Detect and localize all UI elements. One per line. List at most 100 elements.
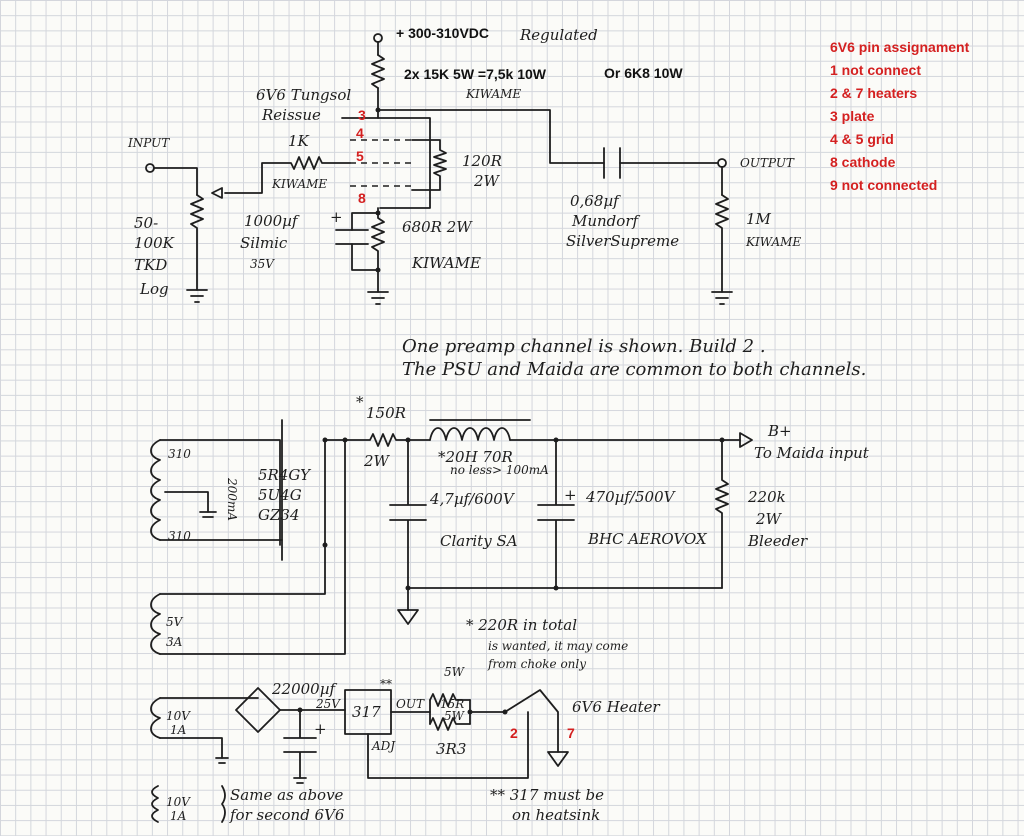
supply-terminal <box>373 33 383 43</box>
heater-pin-7: 7 <box>567 725 575 741</box>
pin-3-label: 3 <box>358 107 366 123</box>
tube-name-reissue: Reissue <box>261 106 321 124</box>
pot-label: 100K <box>134 234 175 252</box>
heatsink-note: on heatsink <box>512 806 600 824</box>
r15-watt: 5W <box>444 665 466 679</box>
input-label: INPUT <box>127 136 170 150</box>
volume-pot <box>190 194 204 291</box>
cathode-resistor-brand: KIWAME <box>411 254 481 272</box>
cathode-cap-value: 1000µf <box>244 212 300 230</box>
r150-label: 150R <box>366 404 406 422</box>
heater-load-label: 6V6 Heater <box>572 698 660 716</box>
choke-current: no less> 100mA <box>450 463 549 477</box>
r3r3-label: 3R3 <box>436 740 466 758</box>
pin-item: 9 not connected <box>830 177 937 193</box>
tube-name: 6V6 Tungsol <box>256 86 351 104</box>
grid-resistor-label: 1K <box>288 132 310 150</box>
output-label: OUTPUT <box>740 156 795 170</box>
bleeder-watt: 2W <box>755 510 783 528</box>
rectifier-tube: 5R4GY <box>258 466 312 484</box>
note-line-2: The PSU and Maida are common to both cha… <box>402 359 866 380</box>
plate-resistor-brand: KIWAME <box>465 87 521 101</box>
regulated-label: Regulated <box>519 26 598 44</box>
heater-cap-plus: + <box>314 720 327 738</box>
r120-watt: 2W <box>473 172 501 190</box>
cathode-resistor-label: 680R 2W <box>402 218 473 236</box>
hv-winding-label: 310 <box>168 447 191 461</box>
pot-label: Log <box>139 280 169 298</box>
r15-watt-2: 5W <box>444 709 466 723</box>
r15-label: 15R <box>440 697 464 711</box>
filament-winding-amp: 3A <box>166 635 183 649</box>
bleeder-value: 220k <box>747 488 786 506</box>
heater-pin-2: 2 <box>510 725 518 741</box>
second-channel-note: for second 6V6 <box>229 806 345 824</box>
r1m-brand: KIWAME <box>745 235 801 249</box>
coupling-cap-value: 0,68µf <box>570 192 621 210</box>
bridge-rectifier <box>235 687 281 733</box>
input-terminal <box>145 163 155 173</box>
second-winding-amp: 1A <box>170 809 187 823</box>
choke-label: *20H 70R <box>438 448 513 466</box>
cathode-cap-plus: + <box>330 208 343 226</box>
cap-470-brand: BHC AEROVOX <box>587 530 708 548</box>
coupling-cap-model: SilverSupreme <box>566 232 679 250</box>
regulator-stars: ** <box>380 677 392 691</box>
heater-winding-amp: 1A <box>170 723 187 737</box>
rectifier-tube: GZ34 <box>258 506 300 524</box>
output-terminal <box>717 158 727 168</box>
bplus-destination: To Maida input <box>754 444 870 462</box>
note-220r: * 220R in total <box>466 616 577 634</box>
pin-item: 3 plate <box>830 108 875 124</box>
heater-supply <box>150 687 569 784</box>
cap-47-brand: Clarity SA <box>440 532 518 550</box>
hv-winding-label: 310 <box>168 529 191 543</box>
note-line-1: One preamp channel is shown. Build 2 . <box>402 336 766 357</box>
pin-item: 8 cathode <box>830 154 896 170</box>
rectifier-tube: 5U4G <box>258 486 302 504</box>
amplifier-stage <box>145 33 733 305</box>
regulator-adj: ADJ <box>371 739 396 753</box>
r120-label: 120R <box>462 152 502 170</box>
pin-item: 1 not connect <box>830 62 921 78</box>
supply-label: + 300-310VDC <box>396 25 489 41</box>
grid-resistor-brand: KIWAME <box>271 177 327 191</box>
r1m-label: 1M <box>746 210 772 228</box>
plate-resistor-alt: Or 6K8 10W <box>604 65 683 81</box>
pot-label: TKD <box>134 256 167 274</box>
regulator-label: 317 <box>352 703 381 721</box>
pin-panel-title: 6V6 pin assignament <box>830 39 970 55</box>
r150-star: * <box>356 393 364 411</box>
note-220r: from choke only <box>487 657 586 671</box>
heater-cap-volt: 25V <box>315 697 341 711</box>
plate-resistor-label: 2x 15K 5W =7,5k 10W <box>404 66 547 82</box>
cap-470-plus: + <box>564 486 577 504</box>
note-220r: is wanted, it may come <box>488 639 628 653</box>
cap-470-value: 470µf/500V <box>585 488 677 506</box>
bleeder-label: Bleeder <box>747 532 808 550</box>
cap-47-value: 4,7µf/600V <box>429 490 516 508</box>
pin-4-label: 4 <box>356 125 364 141</box>
pin-item: 2 & 7 heaters <box>830 85 917 101</box>
filament-winding-volt: 5V <box>166 615 184 629</box>
choke-inductor <box>429 427 511 441</box>
power-supply <box>150 419 753 655</box>
heater-winding-volt: 10V <box>166 709 191 723</box>
r150-watt: 2W <box>363 452 391 470</box>
pin-5-label: 5 <box>356 148 364 164</box>
hv-current-label: 200mA <box>225 477 239 521</box>
pin-item: 4 & 5 grid <box>830 131 894 147</box>
second-channel-note: Same as above <box>230 786 344 804</box>
regulator-out: OUT <box>396 697 425 711</box>
pot-label: 50- <box>134 214 158 232</box>
coupling-capacitor <box>603 147 621 179</box>
bplus-label: B+ <box>767 422 792 440</box>
heatsink-note: ** 317 must be <box>490 786 604 804</box>
coupling-cap-brand: Mundorf <box>571 212 640 230</box>
pin-8-label: 8 <box>358 190 366 206</box>
cathode-cap-brand: Silmic <box>240 234 288 252</box>
cathode-cap-volt: 35V <box>250 257 275 271</box>
plate-resistor-zigzag <box>371 54 385 89</box>
heater-cap-value: 22000µf <box>271 680 337 698</box>
